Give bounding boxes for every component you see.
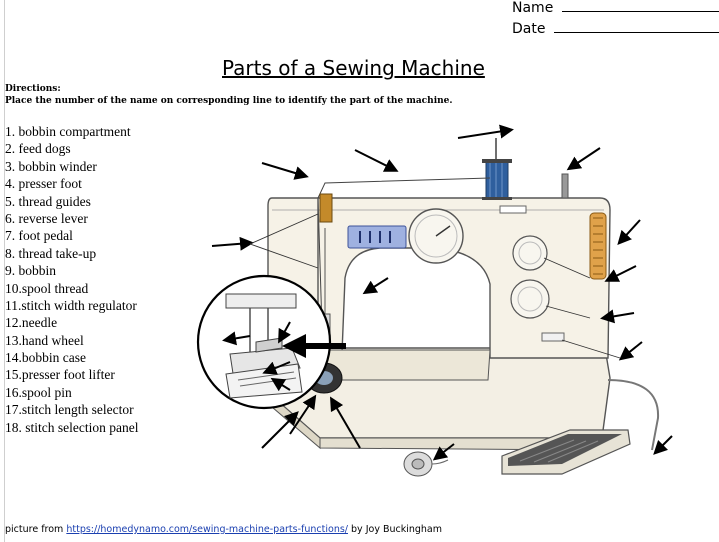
parts-list: 1. bobbin compartment 2. feed dogs 3. bo… xyxy=(5,123,138,436)
list-item: 5. thread guides xyxy=(5,193,91,209)
list-item: 17.stitch length selector xyxy=(5,402,134,418)
list-item: 1. bobbin compartment xyxy=(5,124,131,139)
credit-suffix: by Joy Buckingham xyxy=(351,524,443,535)
pointer-arrow xyxy=(270,377,291,392)
list-item: 11.stitch width regulator xyxy=(5,297,137,313)
pointer-arrow xyxy=(278,321,291,344)
list-item: 14.bobbin case xyxy=(5,350,86,366)
stitch-selection-dial xyxy=(408,208,464,264)
indicator-window xyxy=(499,205,527,214)
list-item: 8. thread take-up xyxy=(5,245,97,261)
pointer-arrow xyxy=(600,309,635,324)
pointer-arrow xyxy=(289,394,317,435)
pointer-arrow xyxy=(618,341,643,361)
pointer-arrow xyxy=(262,361,291,375)
list-item: 6. reverse lever xyxy=(5,210,88,226)
pointer-arrow xyxy=(362,277,389,295)
list-item: 15.presser foot lifter xyxy=(5,367,115,383)
pointer-arrow xyxy=(211,236,254,251)
name-blank-line[interactable] xyxy=(561,11,719,12)
list-item: 10.spool thread xyxy=(5,280,89,296)
credit-link[interactable]: https://homedynamo.com/sewing-machine-pa… xyxy=(66,524,348,535)
pointer-arrow xyxy=(354,149,399,172)
name-field[interactable]: Name xyxy=(512,0,719,16)
presser-foot-inset xyxy=(196,274,332,410)
hand-wheel xyxy=(589,212,607,280)
image-credit: picture from https://homedynamo.com/sewi… xyxy=(5,524,442,535)
pointer-arrow xyxy=(457,124,514,139)
pointer-arrow xyxy=(261,411,299,449)
thread-spool xyxy=(482,138,569,200)
pointer-arrow xyxy=(329,396,361,449)
stitch-length-dial xyxy=(510,279,550,319)
stitch-width-dial xyxy=(512,235,548,271)
pointer-arrow xyxy=(566,147,601,171)
list-item: 16.spool pin xyxy=(5,384,72,400)
leader-lines xyxy=(249,213,621,359)
name-label: Name xyxy=(512,0,554,16)
pointer-arrow xyxy=(261,162,309,180)
list-item: 12.needle xyxy=(5,315,58,331)
credit-prefix: picture from xyxy=(5,524,64,535)
list-item: 2. feed dogs xyxy=(5,141,71,157)
stitch-selection-panel xyxy=(347,225,407,249)
list-item: 18. stitch selection panel xyxy=(5,419,139,435)
date-blank-line[interactable] xyxy=(553,32,719,33)
list-item: 4. presser foot xyxy=(5,176,82,192)
list-item: 9. bobbin xyxy=(5,263,57,279)
list-item: 7. foot pedal xyxy=(5,228,73,244)
bobbin xyxy=(403,451,449,477)
pointer-arrow xyxy=(653,435,673,455)
pointer-arrow xyxy=(222,331,251,346)
pointer-arrows xyxy=(211,124,673,461)
sewing-machine-illustration xyxy=(196,124,673,477)
left-margin-line xyxy=(4,0,5,542)
list-item: 13.hand wheel xyxy=(5,332,84,348)
reverse-lever xyxy=(541,332,565,342)
directions-text: Place the number of the name on correspo… xyxy=(5,96,453,106)
pointer-arrow xyxy=(432,443,455,461)
pointer-arrow xyxy=(604,265,637,282)
page-title: Parts of a Sewing Machine xyxy=(222,56,485,80)
list-item: 3. bobbin winder xyxy=(5,158,97,174)
date-label: Date xyxy=(512,21,546,37)
directions-heading: Directions: xyxy=(5,84,61,94)
foot-pedal xyxy=(501,379,660,475)
date-field[interactable]: Date xyxy=(512,21,719,37)
pointer-arrow xyxy=(617,219,641,245)
